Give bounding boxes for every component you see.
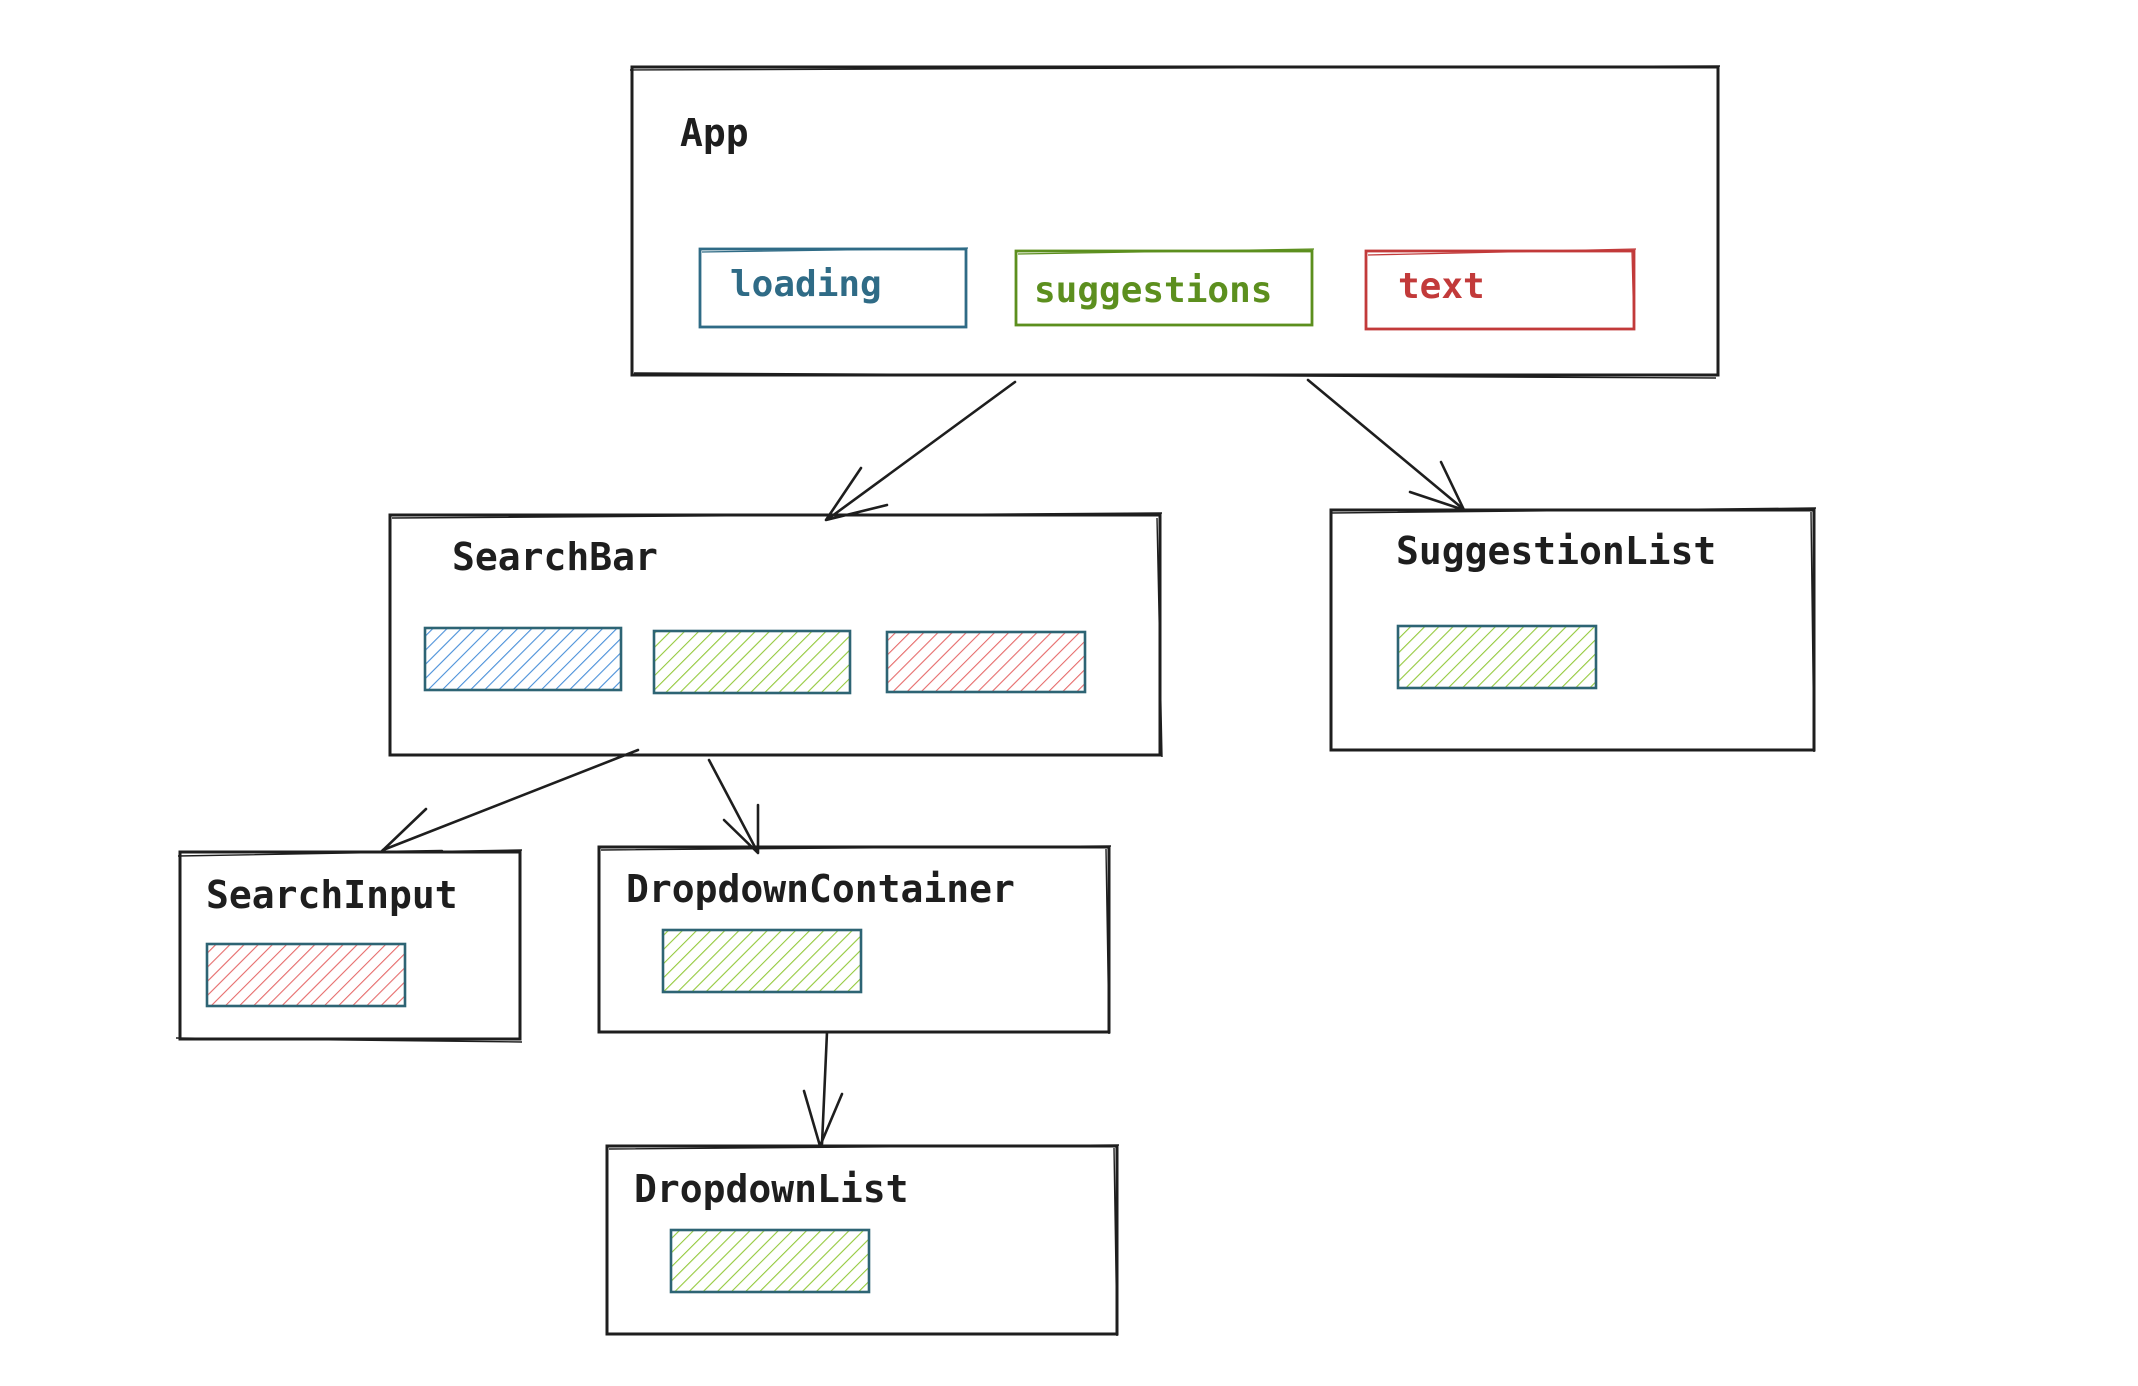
state-loading-label: loading [730,264,882,305]
dropdownlist-box [605,1144,1119,1336]
app-component: App loading suggestions text [629,65,1721,379]
dropdownlist-label: DropdownList [634,1167,909,1211]
suggestions-prop-chip [661,928,863,994]
arrow-searchbar-to-searchinput [379,748,640,854]
suggestionlist-label: SuggestionList [1396,529,1716,573]
searchinput-label: SearchInput [206,873,458,917]
app-label: App [680,111,749,155]
arrow-dropdowncontainer-to-dropdownlist [802,1030,844,1148]
searchinput-component: SearchInput [175,849,523,1043]
searchbar-component: SearchBar [388,512,1163,758]
suggestionlist-component: SuggestionList [1329,507,1817,753]
loading-prop-chip [423,626,623,692]
text-prop-chip [885,630,1087,694]
suggestions-prop-chip [652,629,852,695]
state-suggestions-label: suggestions [1034,270,1272,311]
state-text: text [1364,248,1637,331]
text-prop-chip [205,942,407,1008]
suggestions-prop-chip [1396,624,1598,690]
state-suggestions: suggestions [1014,248,1315,327]
arrow-app-to-suggestionlist [1306,378,1466,512]
arrow-searchbar-to-dropdowncontainer [707,758,760,855]
state-loading: loading [698,247,969,329]
dropdowncontainer-box [597,845,1111,1034]
searchinput-box [178,850,522,1041]
dropdowncontainer-label: DropdownContainer [626,867,1015,911]
arrow-app-to-searchbar [824,380,1017,522]
state-text-label: text [1398,266,1485,307]
suggestions-prop-chip [669,1228,871,1294]
dropdownlist-component: DropdownList [605,1144,1120,1337]
state-loading-box [698,247,968,329]
dropdowncontainer-component: DropdownContainer [597,845,1112,1035]
state-text-box [1364,249,1636,331]
searchbar-label: SearchBar [452,535,658,579]
